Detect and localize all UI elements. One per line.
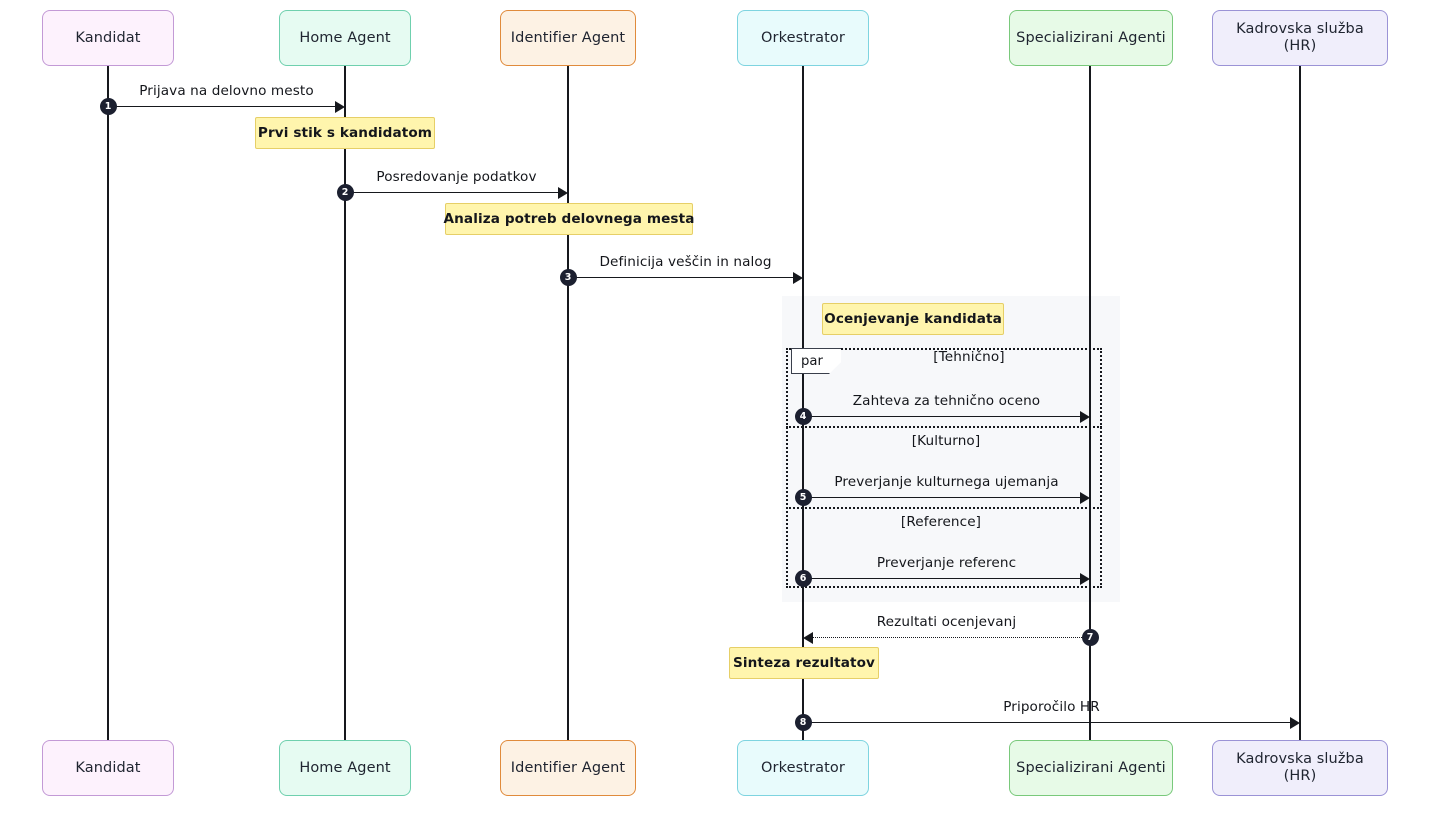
message-arrowhead-2 — [558, 187, 568, 199]
message-arrowhead-8 — [1290, 717, 1300, 729]
sequence-number-badge-8: 8 — [794, 714, 812, 731]
message-line-2 — [345, 192, 559, 193]
sequence-number-badge-4: 4 — [794, 408, 812, 425]
par-fragment-condition-2: [Kulturno] — [911, 433, 981, 449]
participant-specialni-top[interactable]: Specializirani Agenti — [1009, 10, 1173, 66]
par-fragment-divider-1 — [786, 426, 1102, 428]
participant-label: Kandidat — [75, 29, 141, 46]
sequence-number-badge-3: 3 — [559, 269, 577, 286]
message-arrowhead-6 — [1080, 573, 1090, 585]
message-line-3 — [568, 277, 794, 278]
message-label-5: Preverjanje kulturnega ujemanja — [834, 474, 1059, 490]
message-label-1: Prijava na delovno mesto — [139, 83, 314, 99]
message-line-1 — [108, 106, 336, 107]
lifeline-hr — [1299, 66, 1301, 740]
participant-label: Kadrovska služba (HR) — [1236, 21, 1364, 54]
lifeline-kandidat — [107, 66, 109, 740]
participant-label: Identifier Agent — [510, 29, 626, 46]
note-1: Prvi stik s kandidatom — [255, 117, 435, 149]
par-fragment-box — [786, 348, 1102, 588]
sequence-number-badge-5: 5 — [794, 489, 812, 506]
par-fragment-divider-2 — [786, 507, 1102, 509]
participant-label: Specializirani Agenti — [1016, 29, 1166, 46]
par-fragment-condition-3: [Reference] — [900, 514, 982, 530]
lifeline-specialni — [1089, 66, 1091, 740]
participant-identifier-top[interactable]: Identifier Agent — [500, 10, 636, 66]
message-arrowhead-5 — [1080, 492, 1090, 504]
sequence-number-badge-6: 6 — [794, 570, 812, 587]
participant-home-bottom[interactable]: Home Agent — [279, 740, 411, 796]
participant-specialni-bottom[interactable]: Specializirani Agenti — [1009, 740, 1173, 796]
message-line-8 — [803, 722, 1291, 723]
message-label-7: Rezultati ocenjevanj — [876, 614, 1017, 630]
message-line-7 — [812, 637, 1090, 638]
par-fragment-tab: par — [791, 348, 841, 374]
participant-kandidat-top[interactable]: Kandidat — [42, 10, 174, 66]
lifeline-identifier — [567, 66, 569, 740]
participant-kandidat-bottom[interactable]: Kandidat — [42, 740, 174, 796]
par-fragment-condition-1: [Tehnično] — [933, 349, 1005, 365]
message-label-8: Priporočilo HR — [1003, 699, 1100, 715]
participant-orkestrator-bottom[interactable]: Orkestrator — [737, 740, 869, 796]
fragment-background — [782, 296, 1120, 602]
sequence-number-badge-2: 2 — [336, 184, 354, 201]
message-label-2: Posredovanje podatkov — [376, 169, 537, 185]
message-arrowhead-4 — [1080, 411, 1090, 423]
lifeline-orkestrator — [802, 66, 804, 740]
note-4: Sinteza rezultatov — [729, 647, 879, 679]
message-label-3: Definicija veščin in nalog — [599, 254, 772, 270]
note-3: Ocenjevanje kandidata — [822, 303, 1004, 335]
message-arrowhead-7 — [803, 632, 813, 644]
message-label-6: Preverjanje referenc — [876, 555, 1017, 571]
participant-label: Specializirani Agenti — [1016, 759, 1166, 776]
participant-label: Home Agent — [299, 29, 391, 46]
participant-label: Orkestrator — [761, 759, 845, 776]
participant-label: Kandidat — [75, 759, 141, 776]
participant-label: Identifier Agent — [510, 759, 626, 776]
message-line-5 — [803, 497, 1081, 498]
message-line-6 — [803, 578, 1081, 579]
participant-label: Home Agent — [299, 759, 391, 776]
message-label-4: Zahteva za tehnično oceno — [852, 393, 1041, 409]
message-line-4 — [803, 416, 1081, 417]
participant-identifier-bottom[interactable]: Identifier Agent — [500, 740, 636, 796]
participant-home-top[interactable]: Home Agent — [279, 10, 411, 66]
sequence-number-badge-7: 7 — [1081, 629, 1099, 646]
message-arrowhead-3 — [793, 272, 803, 284]
participant-label: Orkestrator — [761, 29, 845, 46]
participant-hr-bottom[interactable]: Kadrovska služba (HR) — [1212, 740, 1388, 796]
lifeline-home — [344, 66, 346, 740]
note-2: Analiza potreb delovnega mesta — [444, 203, 694, 235]
participant-label: Kadrovska služba (HR) — [1236, 751, 1364, 784]
participant-hr-top[interactable]: Kadrovska služba (HR) — [1212, 10, 1388, 66]
sequence-number-badge-1: 1 — [99, 98, 117, 115]
participant-orkestrator-top[interactable]: Orkestrator — [737, 10, 869, 66]
message-arrowhead-1 — [335, 101, 345, 113]
